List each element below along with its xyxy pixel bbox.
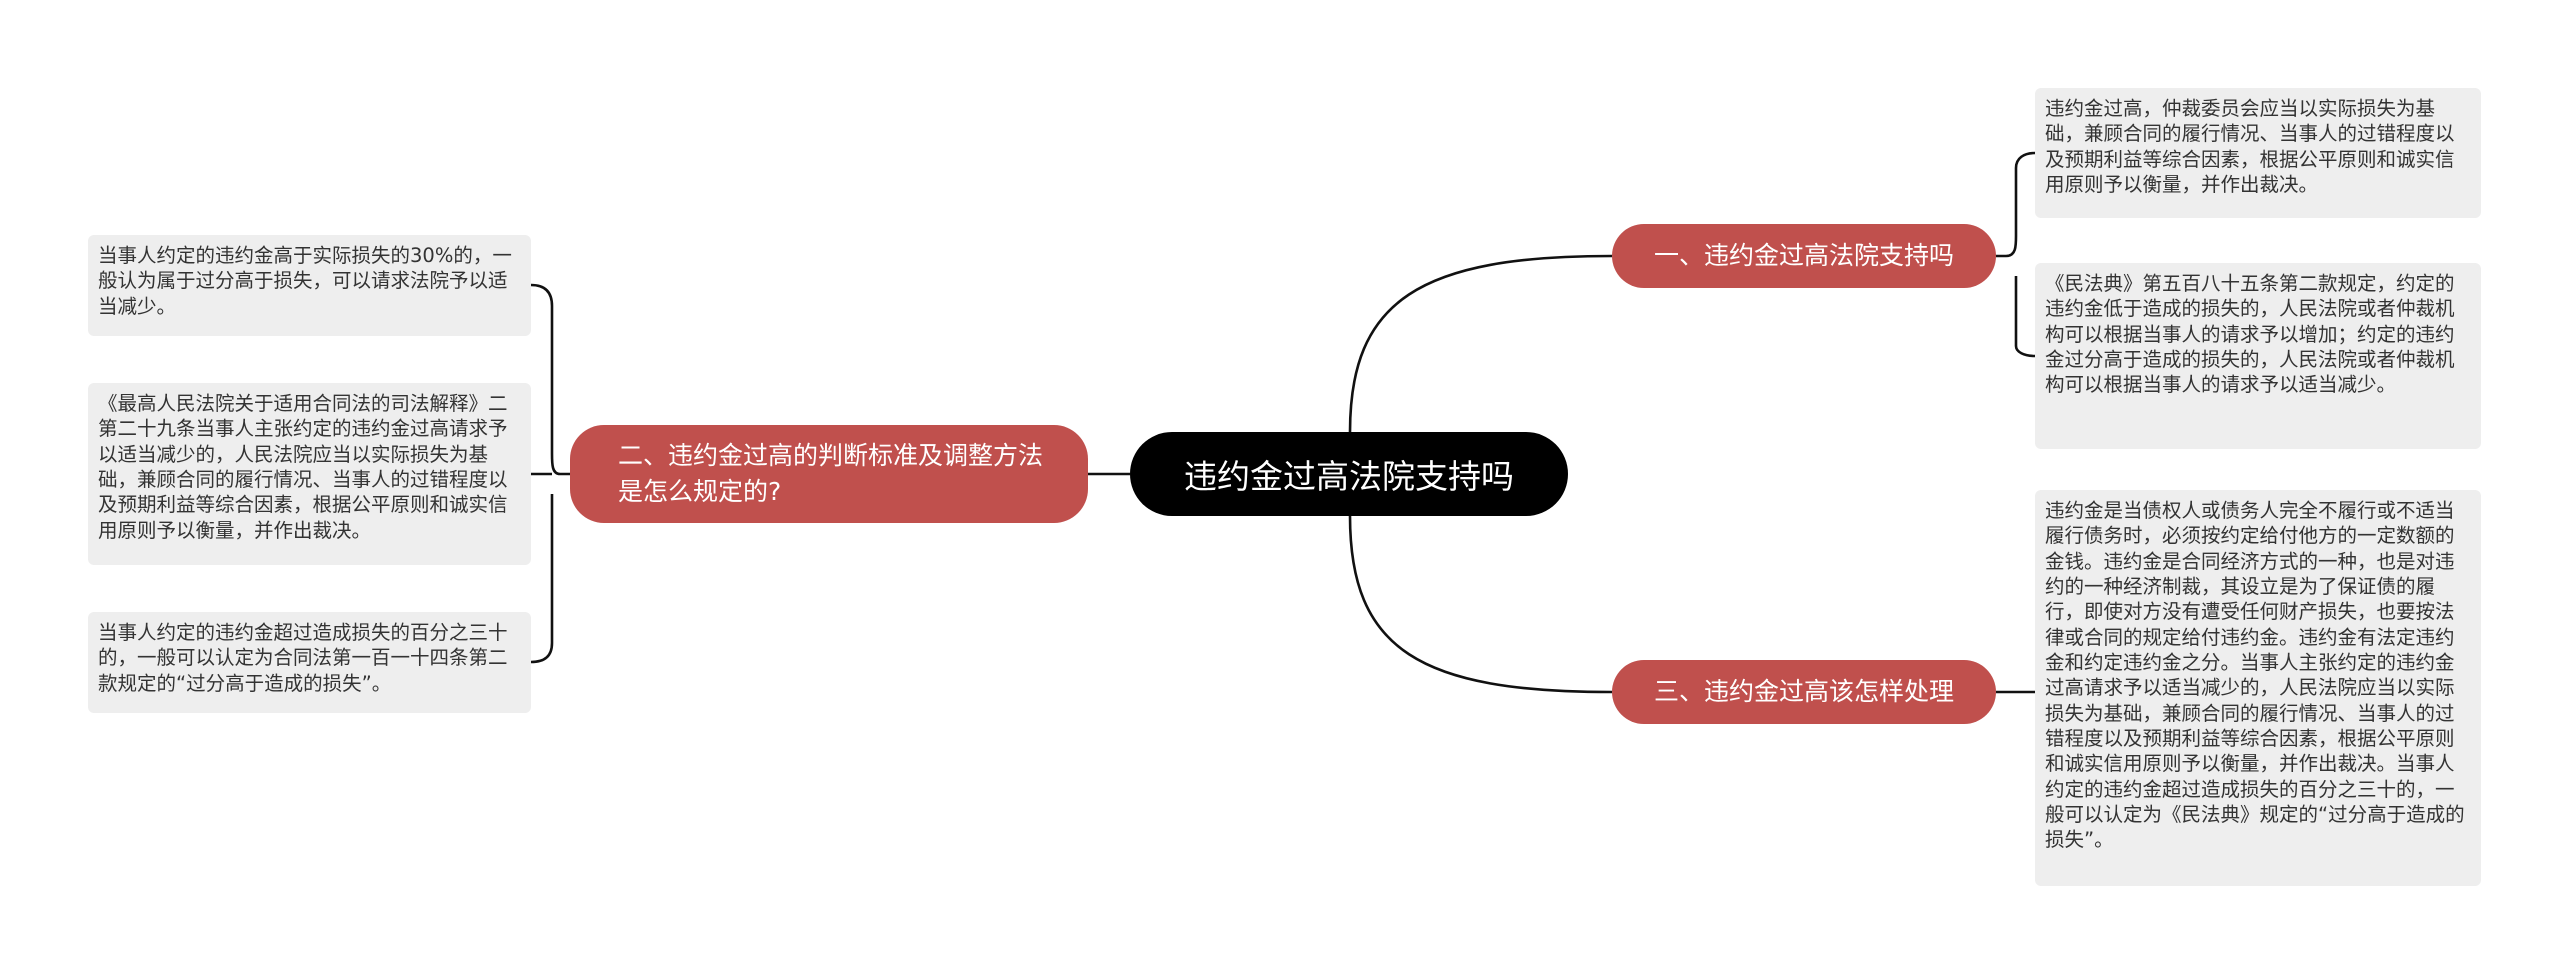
leaf-note-text: 违约金过高，仲裁委员会应当以实际损失为基础，兼顾合同的履行情况、当事人的过错程度… bbox=[2045, 97, 2455, 197]
leaf-note-3-1[interactable]: 违约金是当债权人或债务人完全不履行或不适当履行债务时，必须按约定给付他方的一定数… bbox=[2035, 490, 2481, 886]
leaf-note-text: 《最高人民法院关于适用合同法的司法解释》二第二十九条当事人主张约定的违约金过高请… bbox=[98, 392, 508, 542]
branch-topic-1[interactable]: 一、违约金过高法院支持吗 bbox=[1612, 224, 1996, 288]
leaf-note-text: 当事人约定的违约金高于实际损失的30%的，一般认为属于过分高于损失，可以请求法院… bbox=[98, 244, 512, 318]
leaf-note-text: 当事人约定的违约金超过造成损失的百分之三十的，一般可以认定为合同法第一百一十四条… bbox=[98, 621, 508, 695]
branch-topic-1-label: 一、违约金过高法院支持吗 bbox=[1653, 240, 1954, 270]
leaf-note-text: 违约金是当债权人或债务人完全不履行或不适当履行债务时，必须按约定给付他方的一定数… bbox=[2045, 499, 2465, 852]
connector-root-branch1 bbox=[1348, 254, 1613, 433]
leaf-note-2-3[interactable]: 当事人约定的违约金超过造成损失的百分之三十的，一般可以认定为合同法第一百一十四条… bbox=[88, 612, 531, 713]
branch-topic-2[interactable]: 二、违约金过高的判断标准及调整方法是怎么规定的? bbox=[570, 425, 1088, 523]
branch-topic-3-label: 三、违约金过高该怎样处理 bbox=[1653, 676, 1954, 706]
central-topic[interactable]: 违约金过高法院支持吗 bbox=[1130, 432, 1568, 516]
leaf-note-1-1[interactable]: 违约金过高，仲裁委员会应当以实际损失为基础，兼顾合同的履行情况、当事人的过错程度… bbox=[2035, 88, 2481, 218]
branch-topic-3[interactable]: 三、违约金过高该怎样处理 bbox=[1612, 660, 1996, 724]
leaf-note-text: 《民法典》第五百八十五条第二款规定，约定的违约金低于造成的损失的，人民法院或者仲… bbox=[2045, 272, 2455, 397]
leaf-note-2-1[interactable]: 当事人约定的违约金高于实际损失的30%的，一般认为属于过分高于损失，可以请求法院… bbox=[88, 235, 531, 336]
connector-branch1-leaves bbox=[1996, 151, 2036, 358]
leaf-note-1-2[interactable]: 《民法典》第五百八十五条第二款规定，约定的违约金低于造成的损失的，人民法院或者仲… bbox=[2035, 263, 2481, 449]
connector-root-branch3 bbox=[1348, 515, 1613, 694]
branch-topic-2-label: 二、违约金过高的判断标准及调整方法是怎么规定的? bbox=[618, 440, 1044, 506]
central-topic-label: 违约金过高法院支持吗 bbox=[1184, 457, 1514, 496]
leaf-note-2-2[interactable]: 《最高人民法院关于适用合同法的司法解释》二第二十九条当事人主张约定的违约金过高请… bbox=[88, 383, 531, 565]
connector-branch2-leaves bbox=[530, 283, 570, 664]
